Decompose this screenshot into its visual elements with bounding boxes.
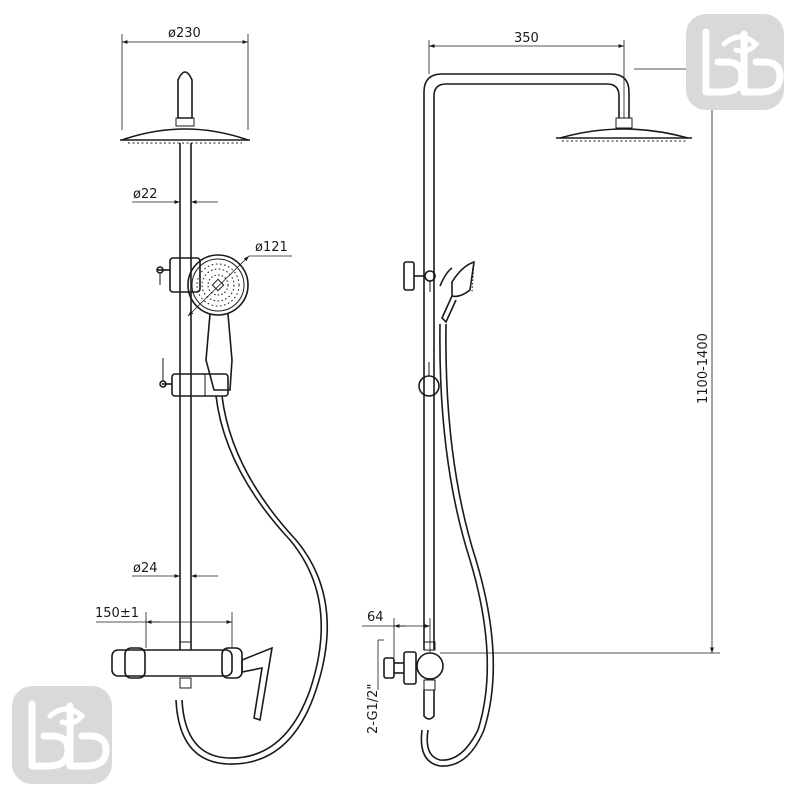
dim-inlet-thread: 2-G1/2" bbox=[366, 684, 381, 734]
brand-logo-top-right bbox=[686, 14, 784, 110]
brand-logo-bottom-left bbox=[12, 686, 112, 784]
side-dimensions: 350 1100-1400 64 2-G1/2" bbox=[362, 31, 720, 734]
side-rain-head bbox=[556, 117, 692, 142]
dim-center-distance: 150±1 bbox=[95, 606, 139, 621]
side-mixer-valve bbox=[383, 641, 444, 720]
dim-rail-diameter: ø22 bbox=[133, 187, 158, 202]
front-slide-holder bbox=[159, 358, 229, 397]
dim-wall-offset: 64 bbox=[367, 610, 384, 625]
front-view bbox=[111, 71, 329, 765]
front-shower-hose bbox=[175, 395, 329, 765]
dim-head-diameter: ø230 bbox=[168, 26, 201, 41]
side-upper-bracket bbox=[403, 261, 436, 292]
side-shower-hose bbox=[420, 323, 495, 767]
front-dimensions: ø230 ø22 ø121 ø24 150±1 bbox=[95, 26, 292, 648]
side-riser-arm bbox=[423, 73, 630, 650]
front-rain-head bbox=[120, 71, 250, 144]
side-slide-holder bbox=[418, 362, 440, 397]
dim-pipe-diameter: ø24 bbox=[133, 561, 158, 576]
front-hand-shower bbox=[187, 254, 249, 391]
side-view bbox=[383, 73, 692, 767]
side-hand-shower bbox=[439, 260, 475, 324]
dim-arm-reach: 350 bbox=[514, 31, 539, 46]
dim-handshower-diameter: ø121 bbox=[255, 240, 288, 255]
dim-height-range: 1100-1400 bbox=[696, 333, 711, 404]
front-mixer-valve bbox=[111, 641, 274, 722]
